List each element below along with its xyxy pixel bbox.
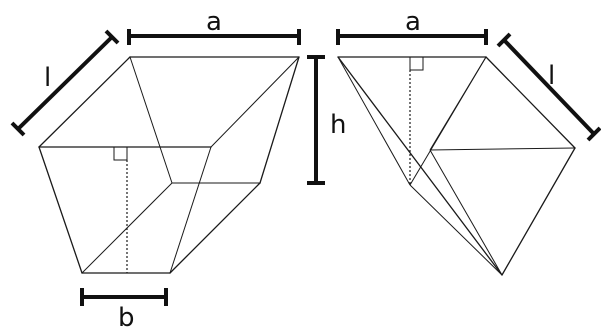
label-h: h (330, 110, 346, 140)
left-back-bottom-edge (169, 182, 261, 274)
right-left-edge (337, 56, 503, 276)
dimension-right-a (336, 29, 488, 45)
dimension-h (307, 55, 325, 185)
left-back-right-edge (259, 56, 300, 184)
left-inner-edge-5 (169, 146, 212, 274)
right-lower-right-edge (501, 147, 576, 276)
right-inner-edge-4 (429, 147, 576, 151)
right-inner-edge-3 (409, 184, 503, 276)
right-inner-edge-1 (337, 56, 411, 186)
dimension-b (80, 288, 168, 306)
dimension-left-a (127, 29, 301, 45)
label-right-l: l (548, 61, 555, 91)
label-left-l: l (44, 63, 51, 93)
left-front-left-edge (38, 146, 83, 274)
left-slant-edge (38, 56, 131, 148)
right-right-angle-marker (409, 57, 424, 71)
dimension-right-l (496, 32, 601, 142)
left-inner-edge-4 (210, 56, 300, 148)
right-slant-edge (485, 56, 576, 149)
label-b: b (118, 303, 135, 330)
right-solid (337, 56, 576, 276)
dimension-left-l (10, 29, 120, 137)
right-inner-edge-5 (429, 56, 487, 151)
label-left-a: a (206, 7, 222, 37)
left-inner-edge-1 (129, 56, 173, 184)
right-inner-edge-6 (429, 149, 503, 276)
left-right-angle-marker (113, 147, 128, 161)
label-right-a: a (405, 7, 421, 37)
left-solid (38, 56, 300, 274)
